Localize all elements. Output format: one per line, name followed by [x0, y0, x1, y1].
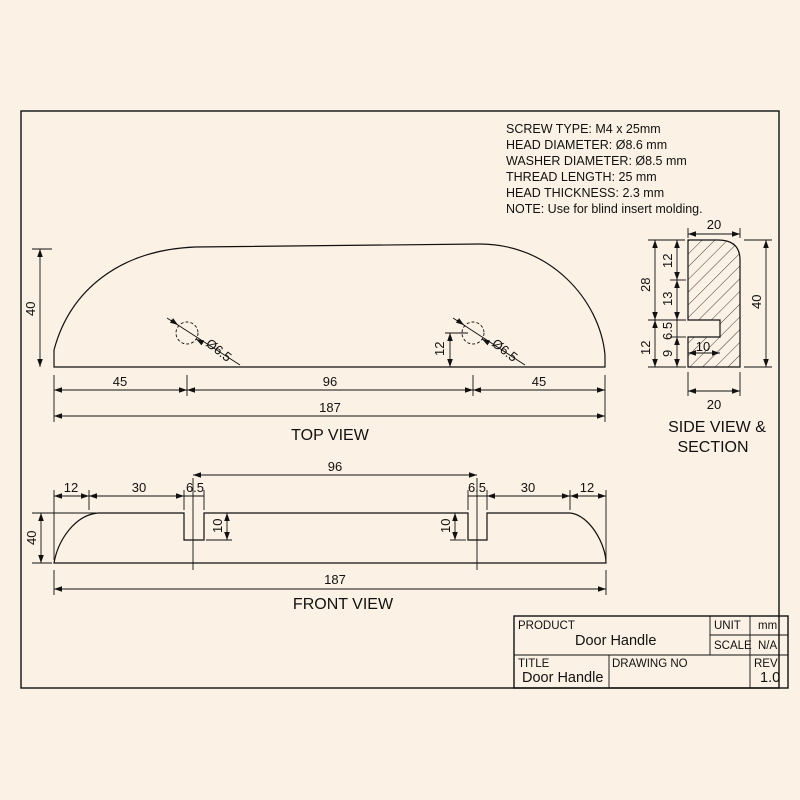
- dim-front-left-30: 30: [132, 480, 146, 495]
- notes-block: SCREW TYPE: M4 x 25mm HEAD DIAMETER: Ø8.…: [506, 122, 703, 216]
- dim-top-right: 45: [532, 374, 546, 389]
- dim-side-12-bottom: 12: [638, 341, 653, 355]
- dim-front-slot-right: 10: [438, 519, 453, 533]
- note-head-thickness: HEAD THICKNESS: 2.3 mm: [506, 186, 664, 200]
- tb-product-label: PRODUCT: [518, 620, 575, 632]
- top-view-label: TOP VIEW: [291, 427, 370, 444]
- dim-hole-offset: 12: [432, 342, 447, 356]
- dim-front-left-12: 12: [64, 480, 78, 495]
- dim-top-height: 40: [23, 302, 38, 316]
- side-view-outline: [687, 239, 741, 368]
- note-head-diameter: HEAD DIAMETER: Ø8.6 mm: [506, 138, 667, 152]
- tb-rev-label: REV: [754, 658, 778, 670]
- note-washer-diameter: WASHER DIAMETER: Ø8.5 mm: [506, 154, 687, 168]
- title-block: PRODUCT Door Handle UNIT mm SCALE N/A TI…: [513, 615, 789, 689]
- top-view-hole-right: Ø6.5: [452, 317, 526, 366]
- dim-hole-right: Ø6.5: [489, 336, 520, 365]
- dim-top-center: 96: [323, 374, 337, 389]
- dim-front-right-6-5: 6.5: [468, 480, 486, 495]
- tb-product-value: Door Handle: [575, 633, 656, 649]
- dim-side-bottom-width: 20: [707, 397, 721, 412]
- side-section-hatch: [688, 240, 740, 367]
- dim-top-left: 45: [113, 374, 127, 389]
- dim-front-right-30: 30: [521, 480, 535, 495]
- front-view-outline: [53, 512, 607, 564]
- side-view-label-line2: SECTION: [677, 439, 748, 456]
- top-view-hole-left: Ø6.5: [166, 317, 241, 366]
- dim-side-12-top: 12: [660, 254, 675, 268]
- dim-side-height: 40: [749, 295, 764, 309]
- side-view-label-line1: SIDE VIEW &: [668, 419, 766, 436]
- note-usage: NOTE: Use for blind insert molding.: [506, 202, 703, 216]
- front-view-label: FRONT VIEW: [293, 596, 394, 613]
- dim-front-overall: 187: [324, 572, 346, 587]
- dim-hole-left: Ø6.5: [203, 336, 234, 365]
- tb-unit-label: UNIT: [714, 620, 741, 632]
- side-view: 20 20 40 28 12 13 6.5 12 9: [638, 217, 772, 456]
- dim-front-center: 96: [328, 459, 342, 474]
- dim-side-13: 13: [660, 292, 675, 306]
- dim-side-6-5: 6.5: [660, 322, 675, 340]
- top-view-outline: [53, 243, 606, 368]
- tb-scale-label: SCALE: [714, 640, 752, 652]
- top-view: Ø6.5 Ø6.5 40 12 45 96 45 187: [23, 243, 606, 444]
- dim-side-9: 9: [660, 350, 675, 357]
- note-thread-length: THREAD LENGTH: 25 mm: [506, 170, 657, 184]
- note-screw-type: SCREW TYPE: M4 x 25mm: [506, 122, 661, 136]
- tb-drawing-no-label: DRAWING NO: [612, 658, 688, 670]
- dim-front-height: 40: [24, 531, 39, 545]
- dim-front-left-6-5: 6.5: [186, 480, 204, 495]
- dim-side-top-width: 20: [707, 217, 721, 232]
- tb-scale-value: N/A: [758, 640, 778, 652]
- tb-title-value: Door Handle: [522, 670, 603, 686]
- sheet-border: [20, 110, 780, 689]
- tb-title-label: TITLE: [518, 658, 550, 670]
- dim-side-10: 10: [696, 339, 710, 354]
- dim-side-28: 28: [638, 278, 653, 292]
- dim-front-slot-left: 10: [210, 519, 225, 533]
- front-view: 96 12 30 6.5 6.5 30 12 40 10 10 187 FRON…: [24, 459, 607, 613]
- tb-unit-value: mm: [758, 620, 777, 632]
- dim-top-overall: 187: [319, 400, 341, 415]
- dim-front-right-12: 12: [580, 480, 594, 495]
- tb-rev-value: 1.0: [760, 670, 780, 686]
